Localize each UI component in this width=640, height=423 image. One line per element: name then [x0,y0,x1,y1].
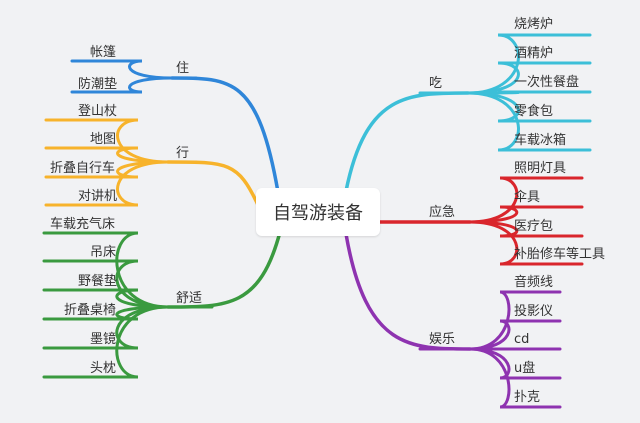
leaf-chi-1[interactable]: 酒精炉 [514,46,554,61]
leaf-xing-0[interactable]: 登山杖 [78,104,118,119]
leaf-shushi-2[interactable]: 野餐垫 [78,274,118,289]
leaf-chi-3[interactable]: 零食包 [514,104,554,119]
branch-zhu-label[interactable]: 住 [176,61,190,76]
leaf-xing-2[interactable]: 折叠自行车 [50,161,116,176]
leaf-yingji-1[interactable]: 伞具 [514,190,541,205]
leaf-yule-0[interactable]: 音频线 [514,275,554,290]
branch-shushi-label[interactable]: 舒适 [176,291,203,306]
leaf-yingji-0[interactable]: 照明灯具 [514,161,567,176]
connector-zhu [170,76,280,194]
leaf-yingji-3[interactable]: 补胎修车等工具 [514,247,606,262]
leaf-xing-1[interactable]: 地图 [90,132,117,147]
leaf-chi-4[interactable]: 车载冰箱 [514,133,567,148]
leaf-zhu-1[interactable]: 防潮垫 [78,77,118,92]
connector-shushi-leaf-0 [42,231,170,309]
branch-chi-label[interactable]: 吃 [429,76,443,91]
connector-zhu-leaf-1 [70,76,174,94]
connector-chi [344,91,470,193]
connector-xing-leaf-3 [44,160,170,207]
leaf-shushi-3[interactable]: 折叠桌椅 [64,303,117,318]
leaf-shushi-5[interactable]: 头枕 [90,361,117,376]
leaf-yule-4[interactable]: 扑克 [514,390,541,405]
leaf-yule-3[interactable]: u盘 [514,361,536,376]
branch-yingji-label[interactable]: 应急 [429,205,456,220]
leaf-yingji-2[interactable]: 医疗包 [514,219,554,234]
branch-xing-label[interactable]: 行 [176,146,190,161]
connector-chi-leaf-4 [466,91,592,152]
leaf-chi-2[interactable]: 一次性餐盘 [514,75,580,90]
connector-zhu-leaf-0 [70,59,174,80]
leaf-xing-3[interactable]: 对讲机 [78,189,118,204]
connector-shushi-leaf-5 [42,305,170,379]
leaf-yule-2[interactable]: cd [514,332,530,347]
leaf-shushi-0[interactable]: 车载充气床 [50,217,116,232]
connector-xing [166,160,260,207]
root-node[interactable]: 自驾游装备 [256,188,380,236]
leaf-yule-1[interactable]: 投影仪 [514,304,554,319]
connector-yingji-leaf-3 [468,220,584,266]
leaf-shushi-4[interactable]: 墨镜 [90,332,117,347]
leaf-shushi-1[interactable]: 吊床 [90,245,117,260]
branch-yule-label[interactable]: 娱乐 [429,332,456,347]
leaf-zhu-0[interactable]: 帐篷 [90,45,117,60]
leaf-chi-0[interactable]: 烧烤炉 [514,17,554,32]
connector-yule-leaf-4 [468,347,562,409]
